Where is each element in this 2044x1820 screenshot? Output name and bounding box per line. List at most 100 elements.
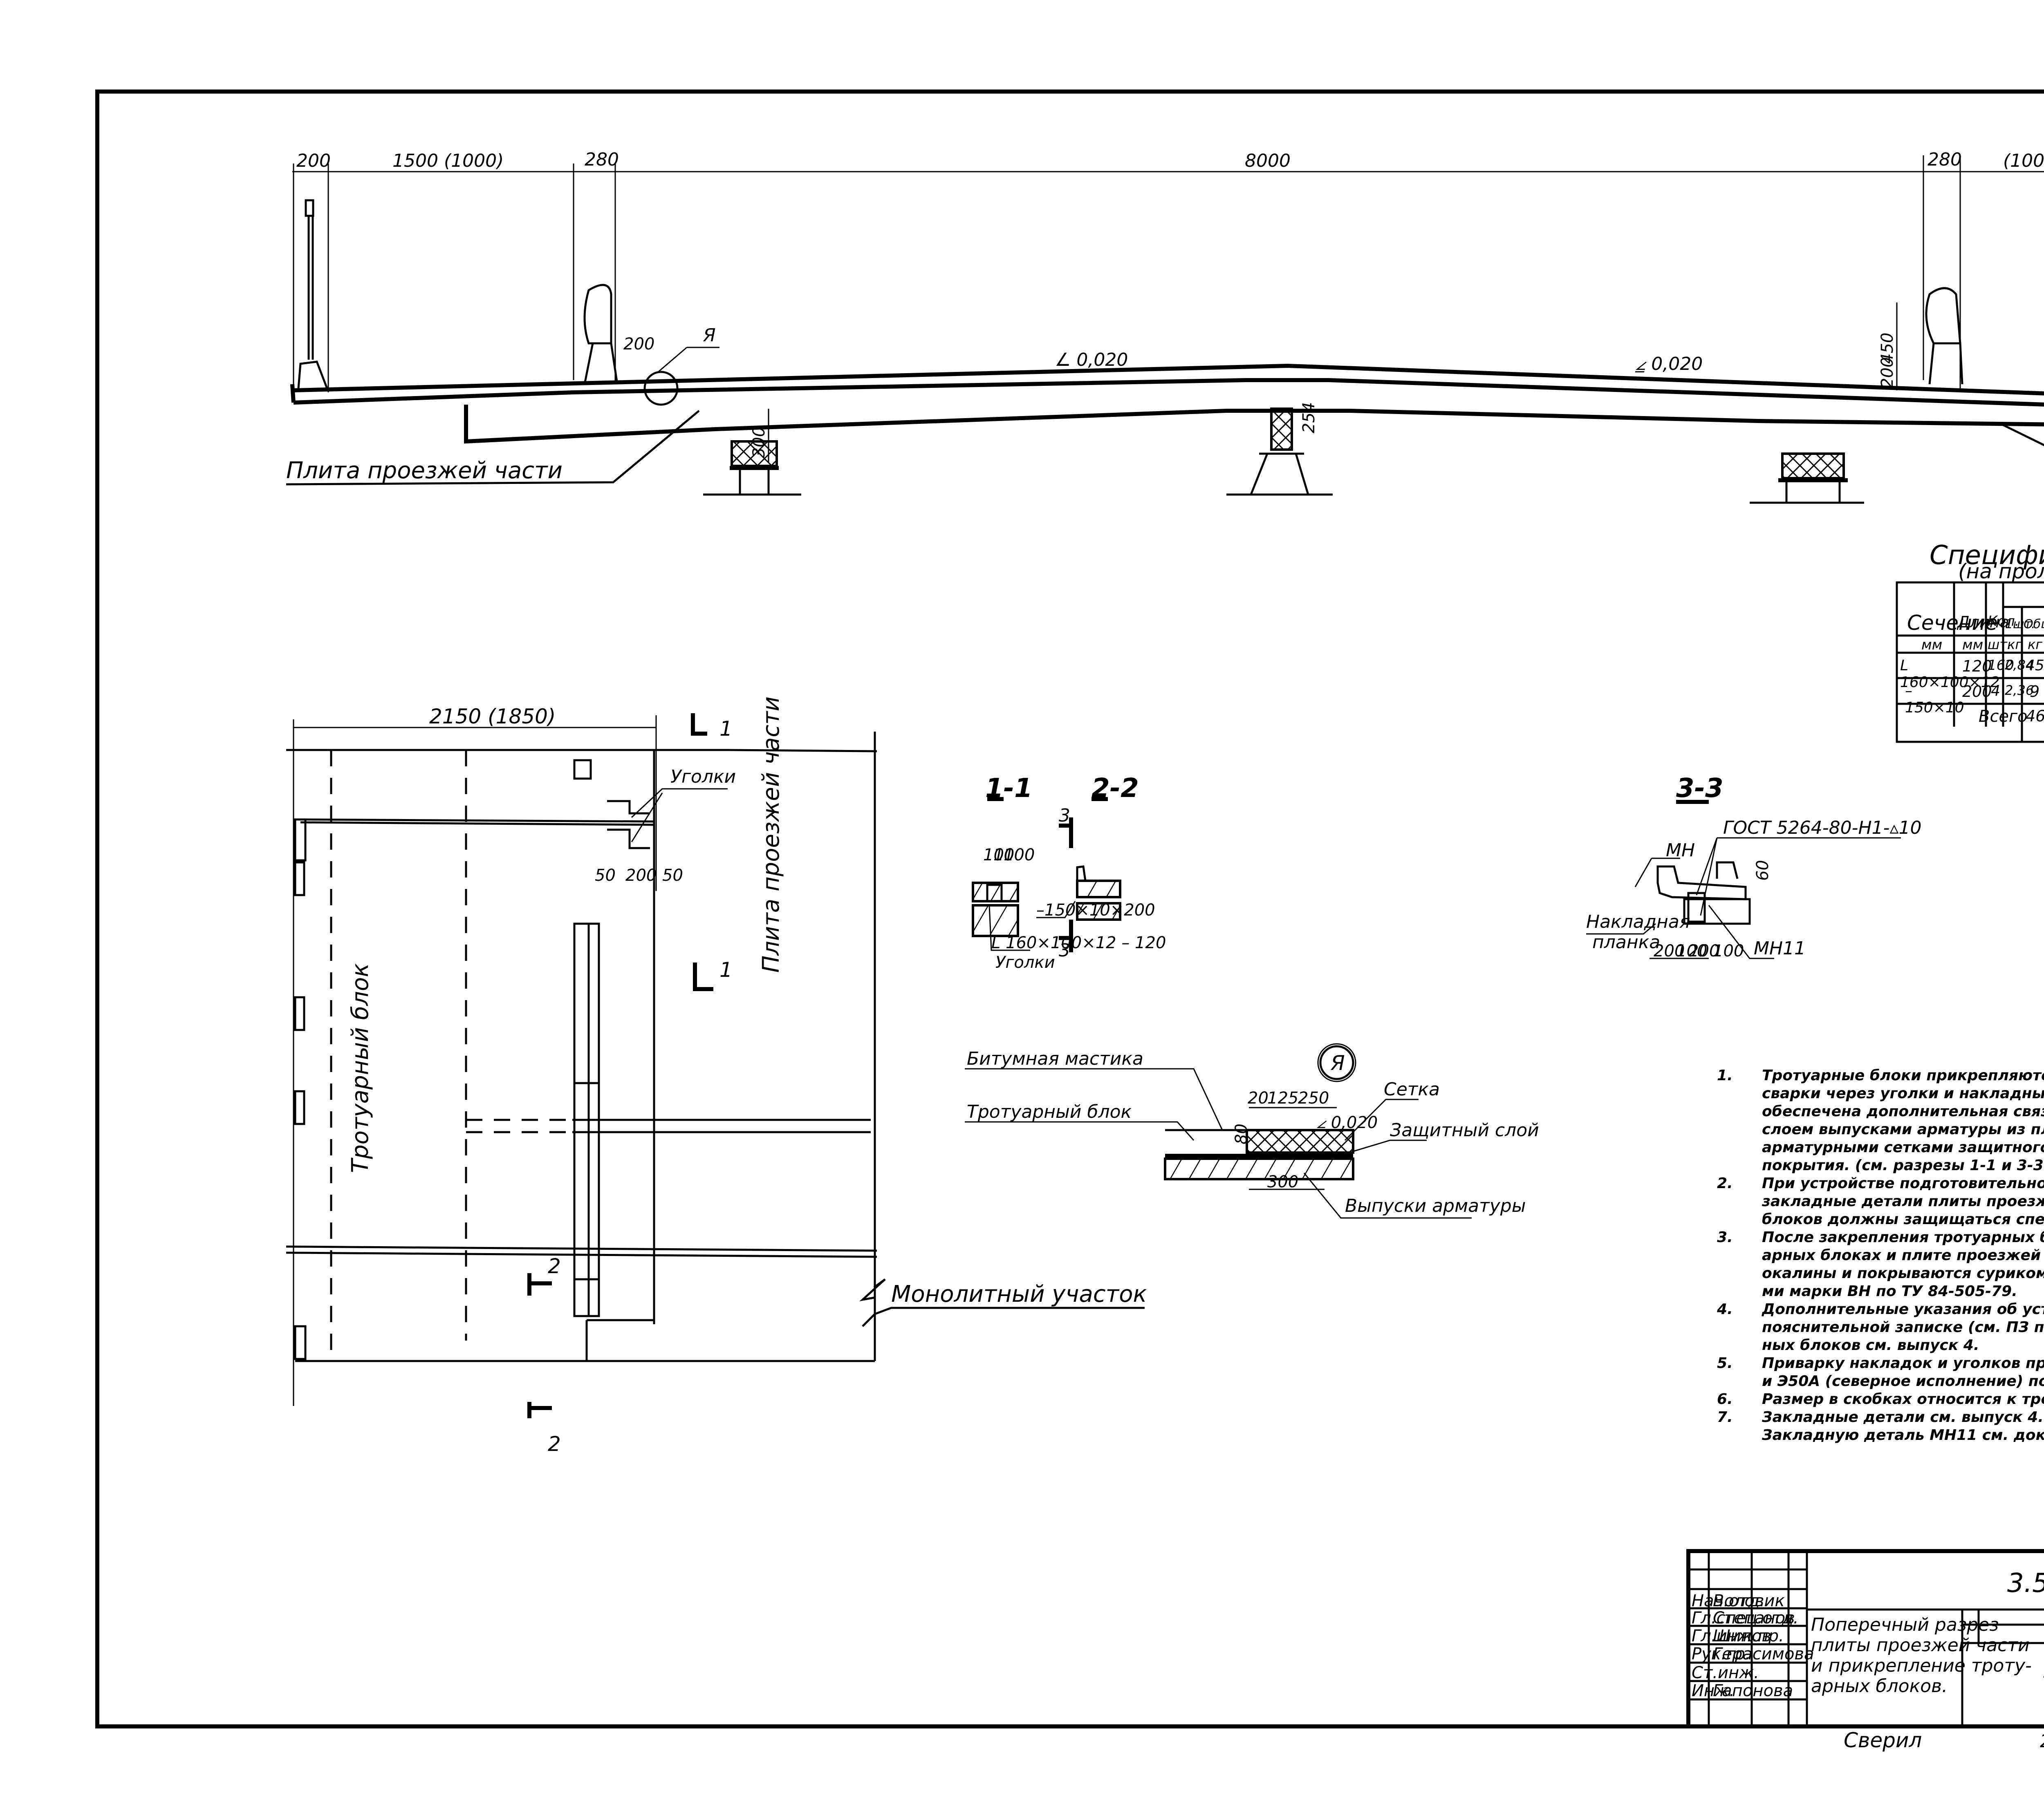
note-line: ми марки ВН по ТУ 84-505-79. (1762, 1283, 2017, 1300)
spec-unit-mass: кг (2007, 637, 2022, 652)
plan-label-monolith: Монолитный участок (891, 1281, 1147, 1307)
node-a-slope: ⦤ 0,020 (1316, 1113, 1378, 1132)
s33-label-mn11: МН11 (1754, 938, 1806, 959)
s33-dim-100b: 100 (1713, 942, 1744, 960)
spec-total-value: 463 (2026, 707, 2044, 725)
note-number: 6. (1717, 1391, 1733, 1408)
plan-dim-50-left: 50 (595, 866, 616, 885)
s33-label-gost: ГОСТ 5264-80-Н1-▵10 (1723, 817, 1921, 838)
note-line: окалины и покрываются суриком или органо… (1762, 1265, 2044, 1282)
note-number: 4. (1717, 1301, 1733, 1318)
plan-view: 2150 (1850) Уголки 50 200 50 (286, 696, 1147, 1456)
drawing-title-2: плиты проезжей части (1811, 1635, 2030, 1656)
dim-right-sidewalk: (1000) 1500 (2003, 150, 2044, 171)
section-2-2: 2-2 3 3 –150×10×200 (1036, 773, 1155, 961)
dim-curb-offset: 200 (623, 335, 654, 354)
note-line: Приварку накладок и уголков производить … (1762, 1355, 2044, 1372)
dim-left-railing: 200 (296, 150, 331, 171)
slope-left: ∠ 0,020 (1055, 349, 1128, 370)
section-1-1: 1-1 100 10 100 L 160×100×12 – 120 Уголки (972, 773, 1166, 972)
spec-row1-qty: 160 (1988, 657, 2014, 674)
note-7: 7. Закладные детали см. выпуск 4. Заклад… (1717, 1408, 2044, 1444)
role-3: Гл.инж.пр. (1692, 1627, 1784, 1645)
slope-right: ⦤ 0,020 (1635, 354, 1703, 374)
node-a-dim-bottom: 300 (1267, 1173, 1298, 1191)
spec-row2-total-mass: 9 (2030, 683, 2040, 701)
s11-dim-100-right: 100 (1004, 846, 1035, 864)
spec-h-length: Длина (1957, 613, 2009, 631)
note-line: ных блоков см. выпуск 4. (1762, 1337, 1979, 1354)
dim-curb-height: 450 (1878, 333, 1897, 364)
note-number: 1. (1717, 1067, 1733, 1084)
note-3: 3. После закрепления тротуарных блоков, … (1717, 1229, 2044, 1301)
name-4: Герасимова (1713, 1645, 1814, 1663)
plan-dim-width: 2150 (1850) (429, 705, 556, 728)
node-a-label-sidewalk: Тротуарный блок (967, 1101, 1132, 1122)
spec-unit-length: мм (1962, 637, 1983, 653)
note-line: покрытия. (см. разрезы 1-1 и 3-3 , Узел … (1762, 1157, 2044, 1174)
node-a-dim-250: 250 (1298, 1089, 1329, 1108)
s33-title: 3-3 (1676, 773, 1724, 804)
note-line: При устройстве подготовительного слоя, г… (1762, 1175, 2044, 1192)
s33-label-plate-2: планка (1592, 932, 1660, 953)
cut-2-bottom: 2 (548, 1432, 561, 1456)
note-line: блоков должны защищаться специальными щи… (1762, 1211, 2044, 1228)
note-line: арных блоках и плите проезжей части очищ… (1762, 1247, 2044, 1264)
role-5: Ст.инж. (1692, 1663, 1759, 1682)
bearing-right (1781, 452, 1845, 479)
section-3-3: 3-3 МН ГОСТ 5264-80-Н1-▵10 Накладная пла… (1586, 773, 1921, 960)
bearing-left (731, 440, 778, 467)
role-6: Инж. (1692, 1681, 1735, 1700)
note-number: 5. (1717, 1355, 1733, 1372)
label-slab: Плита проезжей части (286, 457, 563, 484)
footer-checked: Сверил (1844, 1728, 1922, 1752)
plan-label-sidewalk: Тротуарный блок (347, 963, 374, 1173)
role-2: Гл.спец.отд. (1692, 1609, 1798, 1627)
s11-dim-100-left: 100 (983, 846, 1014, 864)
spec-unit-total: кг (2028, 637, 2043, 652)
dim-beam-height: 300 (750, 427, 769, 458)
spec-subtitle: (на пролетное строение) (1958, 560, 2044, 583)
footer-number: 20172 (2040, 1731, 2044, 1752)
s11-dim-10: 10 (993, 846, 1014, 864)
node-ref-a: Я (703, 325, 716, 346)
s33-label-mn: МН (1666, 840, 1695, 861)
spec-h-mass-unit: 1шт. (2005, 617, 2035, 631)
note-line: Дополнительные указания об устройстве тр… (1762, 1301, 2044, 1318)
notes: 1. Тротуарные блоки прикрепляются к плит… (1717, 1067, 2044, 1444)
sheet-frame (95, 90, 2044, 1728)
spec-row2-length: 200 (1962, 683, 1992, 701)
spec-h-qty: Кол. (1988, 613, 2019, 629)
note-4: 4. Дополнительные указания об устройстве… (1717, 1301, 2044, 1354)
note-line: и Э50А (северное исполнение) по ГОСТ 946… (1762, 1373, 2044, 1390)
spec-total-label: Всего (1979, 707, 2028, 726)
plan-dim-50-right: 50 (662, 866, 683, 885)
note-line: арматурными сетками защитного слоя или ц… (1762, 1139, 2044, 1156)
title-block: 3.503.9-62.8-24 Поперечный разрез плиты … (1686, 1549, 2044, 1752)
spec-row2-section: – 150×10 (1905, 683, 1964, 716)
drawing-title-3: и прикрепление троту- (1811, 1655, 2032, 1676)
note-line: закладные детали плиты проезжей части дл… (1762, 1193, 2044, 1210)
node-a-dim-vert: 80 (1232, 1124, 1251, 1144)
node-a-dim-20: 20 (1248, 1089, 1269, 1108)
drawing-title-1: Поперечный разрез (1811, 1614, 1999, 1635)
dim-left-sidewalk: 1500 (1000) (392, 150, 504, 171)
spec-table: Спецификация монтажных элементов (на про… (1896, 540, 2044, 743)
spec-h-section: Сечение (1907, 611, 1998, 635)
node-a-label-mesh: Сетка (1384, 1079, 1440, 1100)
role-1: Нач.отд. (1692, 1592, 1765, 1610)
name-6: Гапонова (1713, 1681, 1793, 1700)
note-number: 7. (1717, 1409, 1733, 1426)
s22-label-plate: –150×10×200 (1036, 901, 1155, 920)
note-line: Закладные детали см. выпуск 4. (1762, 1409, 2044, 1426)
s33-dim-100a: 100 (1676, 942, 1707, 960)
dim-curb-base: 200 (1878, 357, 1897, 388)
main-cross-section: 200 1500 (1000) 280 8000 280 (1000) 1500… (286, 149, 2044, 504)
note-line: обеспечена дополнительная связь тротуарн… (1762, 1103, 2044, 1120)
name-1: Воловик (1713, 1592, 1785, 1610)
s11-label-angle: L 160×100×12 – 120 (991, 934, 1166, 952)
bearing-center (1270, 407, 1293, 451)
s22-cut-bottom: 3 (1059, 940, 1070, 961)
s33-dim-right: 60 (1753, 860, 1772, 881)
